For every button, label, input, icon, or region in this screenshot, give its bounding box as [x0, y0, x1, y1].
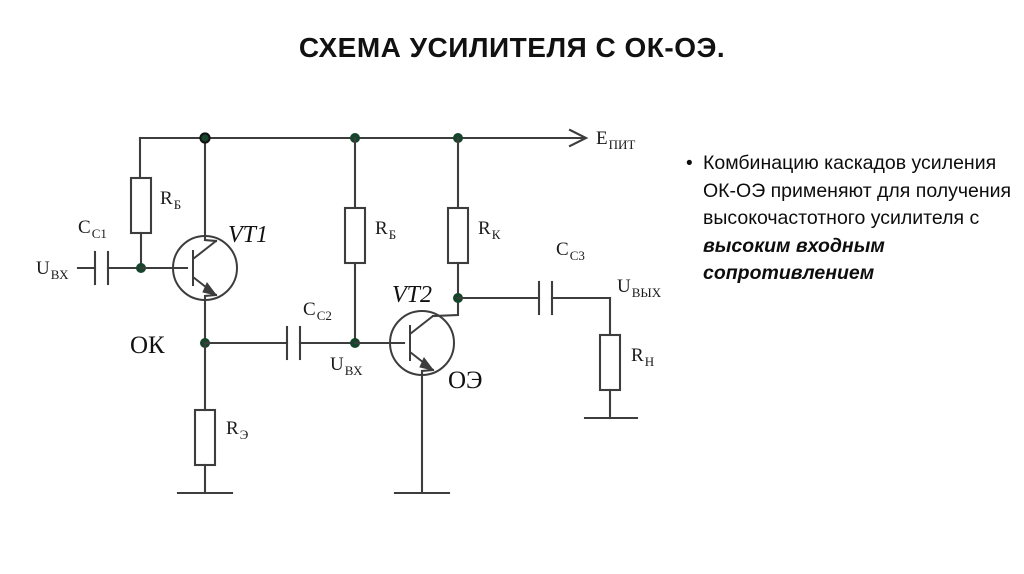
resistor-emitter-body	[193, 408, 217, 467]
circuit-diagram: EПИТ RБ UВХ CС1	[0, 100, 690, 520]
vt1-collector-stub	[203, 238, 218, 243]
resistor-collector-body	[446, 206, 470, 265]
vt2-collector-wire	[431, 296, 460, 318]
circuit-schematic-svg: EПИТ RБ UВХ CС1	[36, 128, 662, 495]
vt2-emitter-wire	[420, 368, 435, 495]
supply-label: EПИТ	[596, 128, 635, 152]
transistor-vt2-label: VT2	[392, 282, 432, 308]
input-1-label: UВХ	[36, 258, 69, 282]
notes-text-normal: Комбинацию каскадов усиления ОК-ОЭ приме…	[703, 152, 1012, 229]
supply-arrow-icon	[568, 128, 589, 148]
resistor-base-1-label: RБ	[160, 188, 181, 212]
resistor-collector	[446, 206, 470, 300]
resistor-base-1	[129, 176, 153, 270]
stage-1-mode-label: ОК	[130, 332, 165, 359]
node-dot-rail-vt1	[199, 132, 211, 144]
resistor-load-label: RН	[631, 345, 654, 369]
notes-bullet-text: Комбинацию каскадов усиления ОК-ОЭ приме…	[703, 150, 1012, 288]
resistor-collector-label: RК	[478, 218, 501, 242]
notes-bullet-item: • Комбинацию каскадов усиления ОК-ОЭ при…	[686, 150, 1012, 288]
resistor-emitter-label: RЭ	[226, 418, 249, 442]
output-label: UВЫХ	[617, 276, 662, 300]
resistor-emitter	[193, 408, 217, 495]
vt1-emitter-wire	[203, 293, 218, 345]
capacitor-c1	[93, 250, 143, 286]
capacitor-c3	[537, 280, 612, 316]
transistor-vt1-label: VT1	[228, 222, 268, 248]
transistor-vt1-collector-lead	[192, 240, 217, 260]
transistor-vt2-emitter-arrow-icon	[419, 357, 435, 371]
capacitor-c1-label: CС1	[78, 217, 107, 241]
notes-panel: • Комбинацию каскадов усиления ОК-ОЭ при…	[686, 150, 1012, 288]
resistor-base-1-body	[129, 176, 153, 235]
transistor-vt2-collector-lead	[409, 315, 434, 335]
notes-text-emphasis: высоким входным сопротивлением	[703, 234, 885, 285]
capacitor-c2	[285, 325, 357, 361]
transistor-vt1-emitter-arrow-icon	[202, 282, 218, 296]
input-2-label: UВХ	[330, 354, 363, 378]
resistor-base-2	[343, 206, 367, 345]
capacitor-c3-label: CС3	[556, 239, 585, 263]
resistor-load-body	[598, 333, 622, 392]
resistor-base-2-body	[343, 206, 367, 265]
bullet-marker-icon: •	[686, 153, 693, 174]
resistor-load	[598, 333, 622, 420]
page-title: СХЕМА УСИЛИТЕЛЯ С ОК-ОЭ.	[298, 32, 726, 63]
supply-rail-group	[138, 128, 589, 180]
resistor-base-2-label: RБ	[375, 218, 396, 242]
capacitor-c2-label: CС2	[303, 299, 332, 323]
stage-2-mode-label: ОЭ	[448, 367, 483, 394]
